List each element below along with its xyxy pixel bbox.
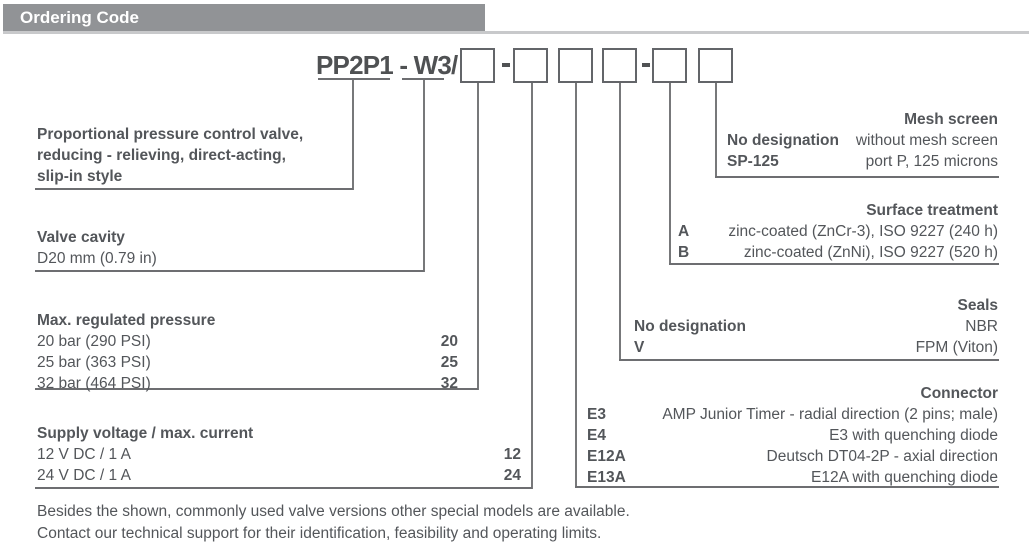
- code-box-connector: [558, 48, 593, 83]
- option-row: A zinc-coated (ZnCr-3), ISO 9227 (240 h): [678, 221, 998, 242]
- stem-surface: [669, 83, 671, 265]
- option-label: 24 V DC / 1 A: [37, 467, 131, 484]
- section-description: Proportional pressure control valve, red…: [37, 124, 303, 187]
- code-box-surface: [652, 48, 687, 83]
- rule-mesh: [715, 176, 999, 178]
- option-code: 12: [503, 446, 521, 463]
- rule-seals: [619, 359, 999, 361]
- option-row: 25 bar (363 PSI) 25: [37, 352, 458, 373]
- section-title: Mesh screen: [904, 111, 998, 128]
- rule-cavity: [35, 270, 424, 272]
- section-title: Max. regulated pressure: [37, 312, 216, 329]
- option-label: zinc-coated (ZnNi), ISO 9227 (520 h): [743, 244, 998, 261]
- option-code: A: [678, 223, 690, 240]
- option-label: 12 V DC / 1 A: [37, 446, 131, 463]
- option-code: SP-125: [727, 153, 779, 170]
- page-title: Ordering Code: [20, 8, 140, 27]
- section-title: Seals: [957, 297, 998, 314]
- code-dash-2: [642, 63, 650, 67]
- option-code: No designation: [727, 132, 839, 149]
- section-title: Connector: [920, 385, 999, 402]
- stem-cavity: [423, 80, 425, 272]
- option-row: 32 bar (464 PSI) 32: [37, 373, 458, 394]
- rule-pressure: [35, 388, 478, 390]
- rule-connector: [575, 486, 999, 488]
- option-code: E3: [587, 406, 606, 423]
- code-dash-1: [502, 63, 510, 67]
- section-supply-voltage: Supply voltage / max. current 12 V DC / …: [37, 423, 521, 486]
- option-label: NBR: [965, 318, 998, 335]
- section-seals: Seals No designation NBR V FPM (Viton): [634, 295, 998, 358]
- option-code: E13A: [587, 469, 626, 486]
- rule-voltage: [35, 487, 532, 489]
- option-row: B zinc-coated (ZnNi), ISO 9227 (520 h): [678, 242, 998, 263]
- section-max-regulated-pressure: Max. regulated pressure 20 bar (290 PSI)…: [37, 310, 458, 394]
- rule-description: [35, 188, 353, 190]
- code-box-pressure: [460, 48, 495, 83]
- option-row: SP-125 port P, 125 microns: [727, 151, 998, 172]
- option-row: E4 E3 with quenching diode: [587, 425, 998, 446]
- ordering-code-model: PP2P1: [316, 50, 394, 80]
- option-row: E12A Deutsch DT04-2P - axial direction: [587, 446, 998, 467]
- section-header-bar: Ordering Code: [3, 4, 485, 31]
- ordering-code-text: PP2P1 - W3/: [316, 50, 458, 81]
- header-underline: [3, 31, 1029, 34]
- option-label: Deutsch DT04-2P - axial direction: [766, 448, 998, 465]
- option-code: 25: [440, 354, 458, 371]
- stem-voltage: [531, 83, 533, 489]
- option-code: B: [678, 244, 690, 261]
- underline-model: [318, 78, 390, 80]
- option-row: V FPM (Viton): [634, 337, 998, 358]
- option-code: E4: [587, 427, 606, 444]
- description-line: slip-in style: [37, 168, 123, 185]
- option-code: V: [634, 339, 645, 356]
- section-title: Supply voltage / max. current: [37, 425, 254, 442]
- footer-note: Besides the shown, commonly used valve v…: [37, 501, 630, 544]
- stem-pressure: [477, 83, 479, 390]
- option-code: No designation: [634, 318, 746, 335]
- option-label: E3 with quenching diode: [829, 427, 998, 444]
- option-label: AMP Junior Timer - radial direction (2 p…: [662, 406, 998, 423]
- underline-variant: [402, 78, 444, 80]
- option-row: No designation NBR: [634, 316, 998, 337]
- option-row: E3 AMP Junior Timer - radial direction (…: [587, 404, 998, 425]
- option-row: No designation without mesh screen: [727, 130, 998, 151]
- option-label: 20 bar (290 PSI): [37, 333, 151, 350]
- code-box-voltage: [513, 48, 548, 83]
- option-row: 24 V DC / 1 A 24: [37, 465, 521, 486]
- option-label: without mesh screen: [855, 132, 998, 149]
- section-surface-treatment: Surface treatment A zinc-coated (ZnCr-3)…: [678, 200, 998, 263]
- section-connector: Connector E3 AMP Junior Timer - radial d…: [587, 383, 998, 488]
- section-valve-cavity: Valve cavity D20 mm (0.79 in): [37, 227, 157, 269]
- footer-line: Besides the shown, commonly used valve v…: [37, 503, 630, 520]
- option-row: 20 bar (290 PSI) 20: [37, 331, 458, 352]
- option-code: E12A: [587, 448, 626, 465]
- stem-seals: [619, 83, 621, 361]
- section-title: Surface treatment: [866, 202, 998, 219]
- option-label: zinc-coated (ZnCr-3), ISO 9227 (240 h): [728, 223, 998, 240]
- footer-line: Contact our technical support for their …: [37, 524, 602, 542]
- option-label: E12A with quenching diode: [810, 469, 998, 486]
- rule-surface: [669, 263, 999, 265]
- ordering-code-variant: - W3/: [392, 50, 458, 80]
- option-code: 32: [440, 375, 458, 392]
- code-box-seals: [602, 48, 637, 83]
- cavity-value: D20 mm (0.79 in): [37, 250, 157, 267]
- section-mesh-screen: Mesh screen No designation without mesh …: [727, 109, 998, 172]
- stem-model: [352, 80, 354, 190]
- section-title: Valve cavity: [37, 229, 125, 246]
- option-label: port P, 125 microns: [865, 153, 998, 170]
- option-label: FPM (Viton): [915, 339, 998, 356]
- description-line: Proportional pressure control valve,: [37, 126, 304, 143]
- option-label: 32 bar (464 PSI): [37, 375, 151, 392]
- description-line: reducing - relieving, direct-acting,: [37, 147, 286, 164]
- code-box-mesh: [698, 48, 733, 83]
- stem-connector: [575, 83, 577, 488]
- option-code: 20: [440, 333, 458, 350]
- option-code: 24: [503, 467, 521, 484]
- option-label: 25 bar (363 PSI): [37, 354, 151, 371]
- option-row: E13A E12A with quenching diode: [587, 467, 998, 488]
- option-row: 12 V DC / 1 A 12: [37, 444, 521, 465]
- stem-mesh: [715, 83, 717, 178]
